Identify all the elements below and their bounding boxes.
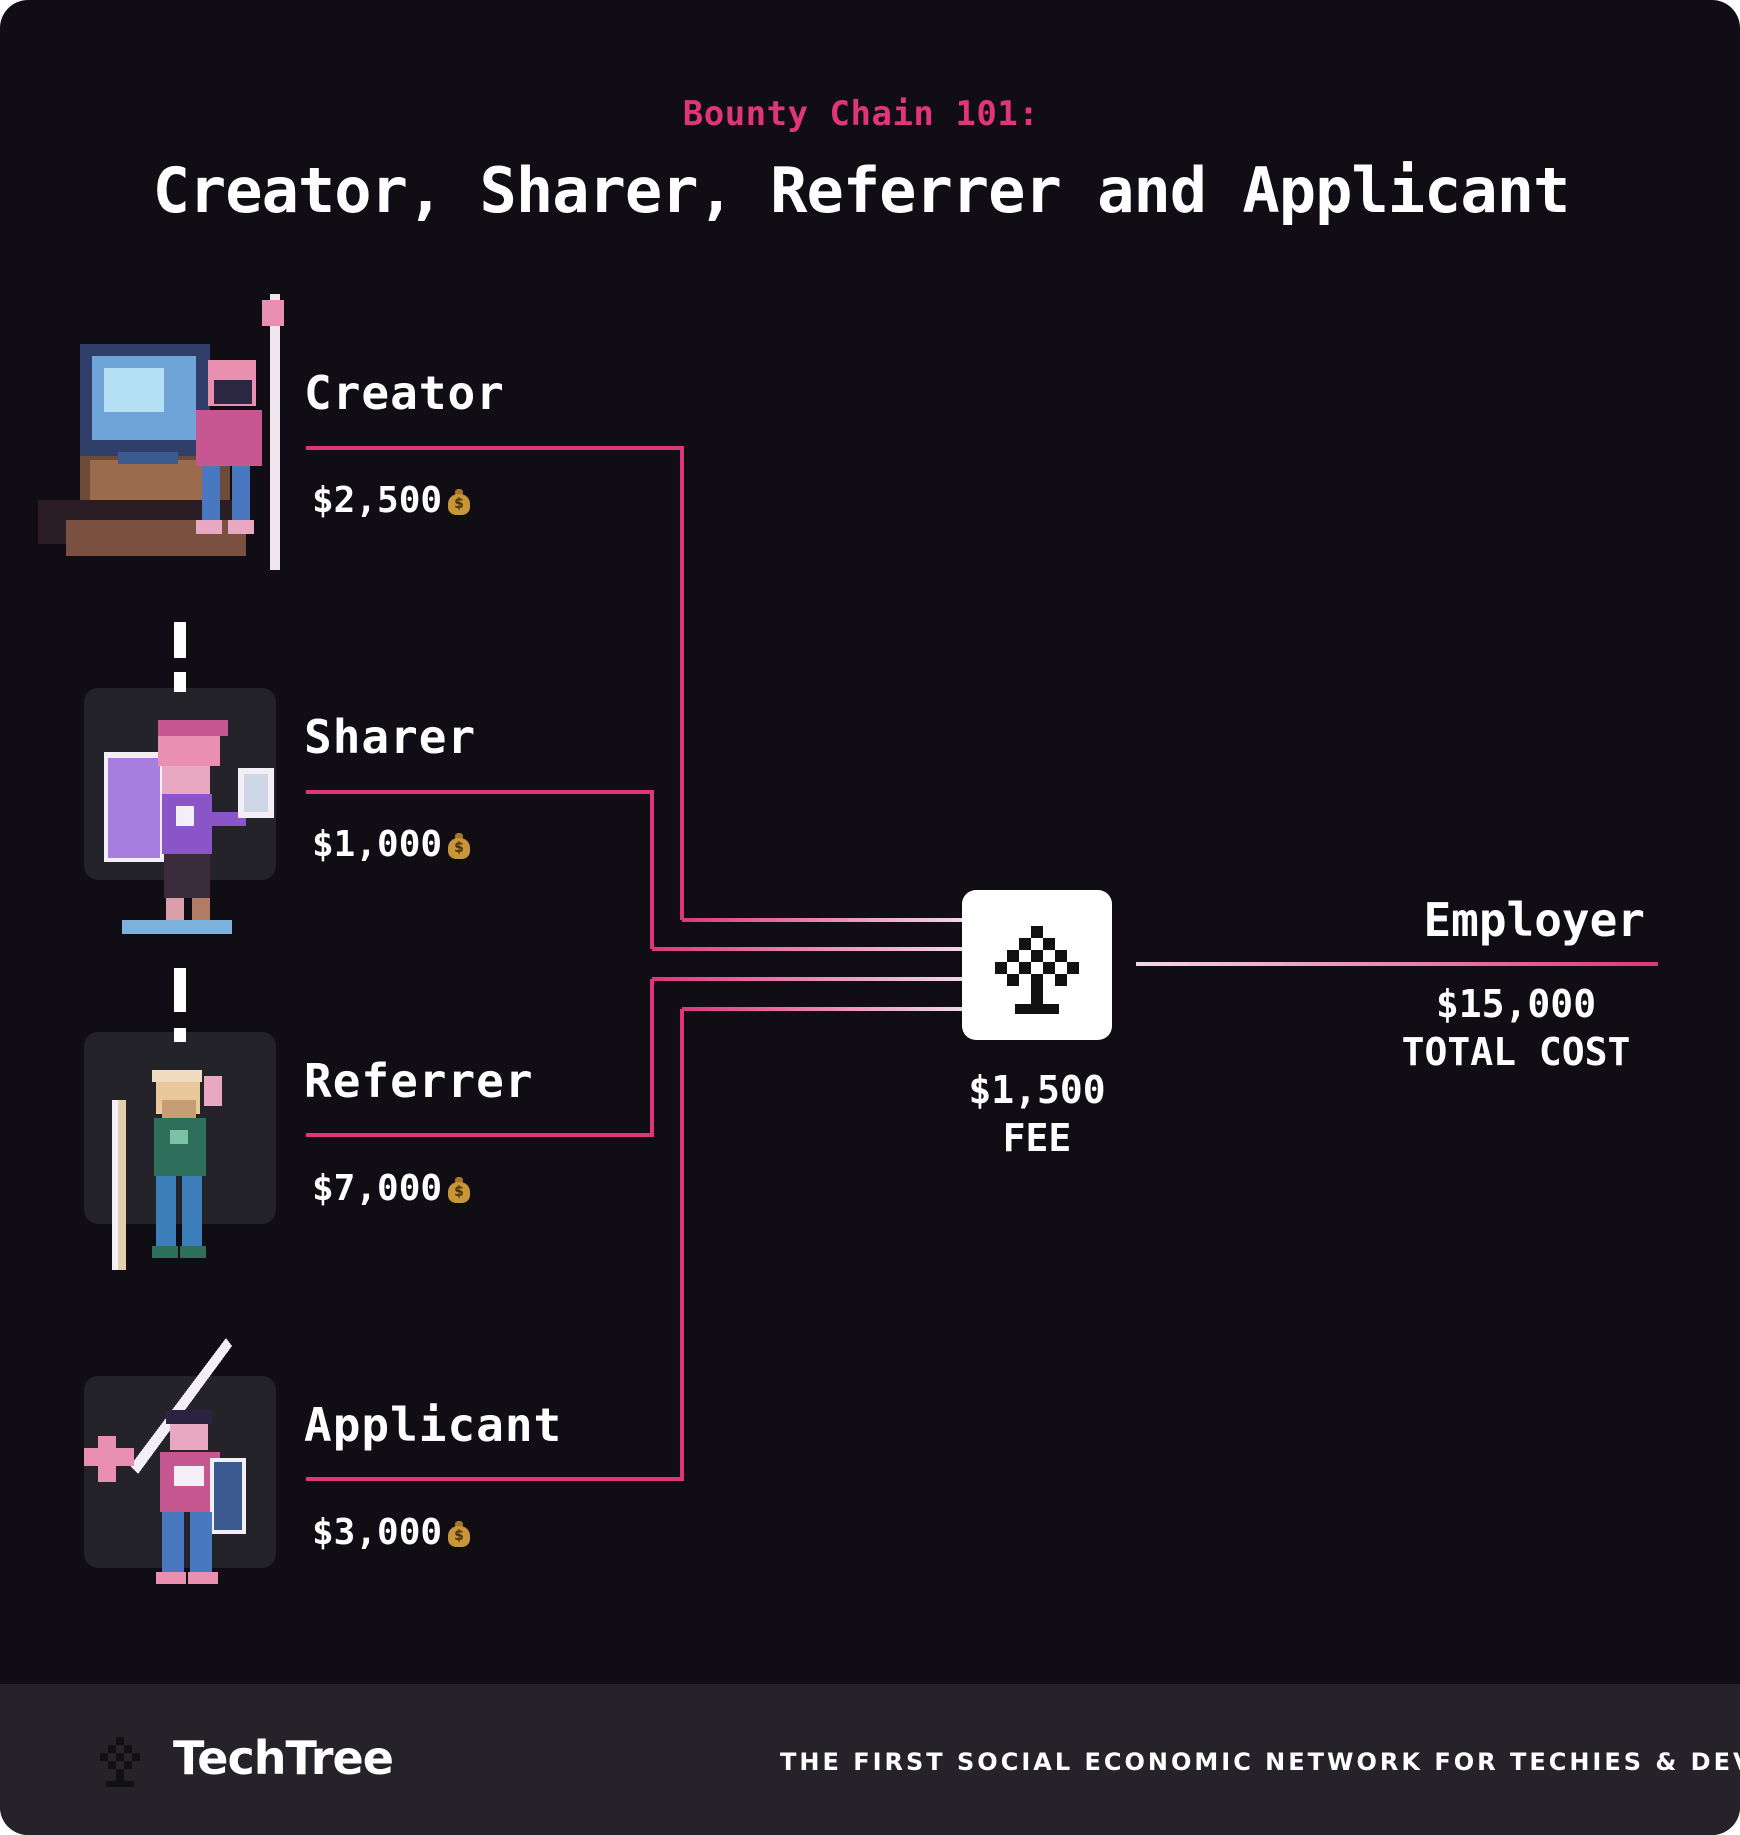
fee-label: FEE [1002,1116,1072,1160]
page-title: Creator, Sharer, Referrer and Applicant [152,154,1571,227]
chain-dash [174,672,186,692]
subtitle: Bounty Chain 101: [682,94,1040,134]
total-amount: $15,000 [1435,982,1597,1026]
techtree-logo-icon [995,926,1079,1014]
role-name-creator: Creator [304,366,505,420]
hub-fee: $1,500 FEE [962,1066,1112,1162]
tagline: THE FIRST SOCIAL ECONOMIC NETWORK FOR TE… [780,1748,1740,1776]
chain-dash [174,968,186,1012]
creator-connector [306,446,684,920]
brand-logo-icon [100,1737,140,1787]
employer-connector [1136,962,1658,966]
role-amount-referrer: $7,000 $ [312,1168,471,1209]
sharer-feed [652,947,962,951]
money-bag-icon: $ [448,1519,471,1547]
sharer-avatar [104,720,274,934]
referrer-feed [652,977,962,981]
role-name-referrer: Referrer [304,1054,534,1108]
role-name-sharer: Sharer [304,710,477,764]
employer-name: Employer [1423,893,1645,947]
applicant-avatar [84,1338,246,1584]
applicant-connector [306,1009,684,1481]
role-amount-applicant: $3,000 $ [312,1512,471,1553]
amount-value: $1,000 [312,824,443,865]
total-label: TOTAL COST [1401,1030,1631,1074]
amount-value: $3,000 [312,1512,443,1553]
amount-value: $2,500 [312,480,443,521]
creator-avatar [38,294,284,570]
role-amount-sharer: $1,000 $ [312,824,471,865]
chain-dash [174,622,186,658]
sharer-connector [306,790,654,949]
chain-dash [174,1028,186,1042]
amount-value: $7,000 [312,1168,443,1209]
role-name-applicant: Applicant [304,1398,563,1452]
creator-feed [682,918,962,922]
techtree-hub [962,890,1112,1040]
brand-name: TechTree [173,1731,394,1785]
fee-amount: $1,500 [968,1068,1106,1112]
referrer-connector [306,979,654,1137]
money-bag-icon: $ [448,1175,471,1203]
applicant-feed [682,1007,962,1011]
referrer-avatar [112,1070,222,1270]
employer-total: $15,000 TOTAL COST [1366,980,1666,1076]
money-bag-icon: $ [448,831,471,859]
role-amount-creator: $2,500 $ [312,480,471,521]
money-bag-icon: $ [448,487,471,515]
footer [0,1684,1740,1835]
